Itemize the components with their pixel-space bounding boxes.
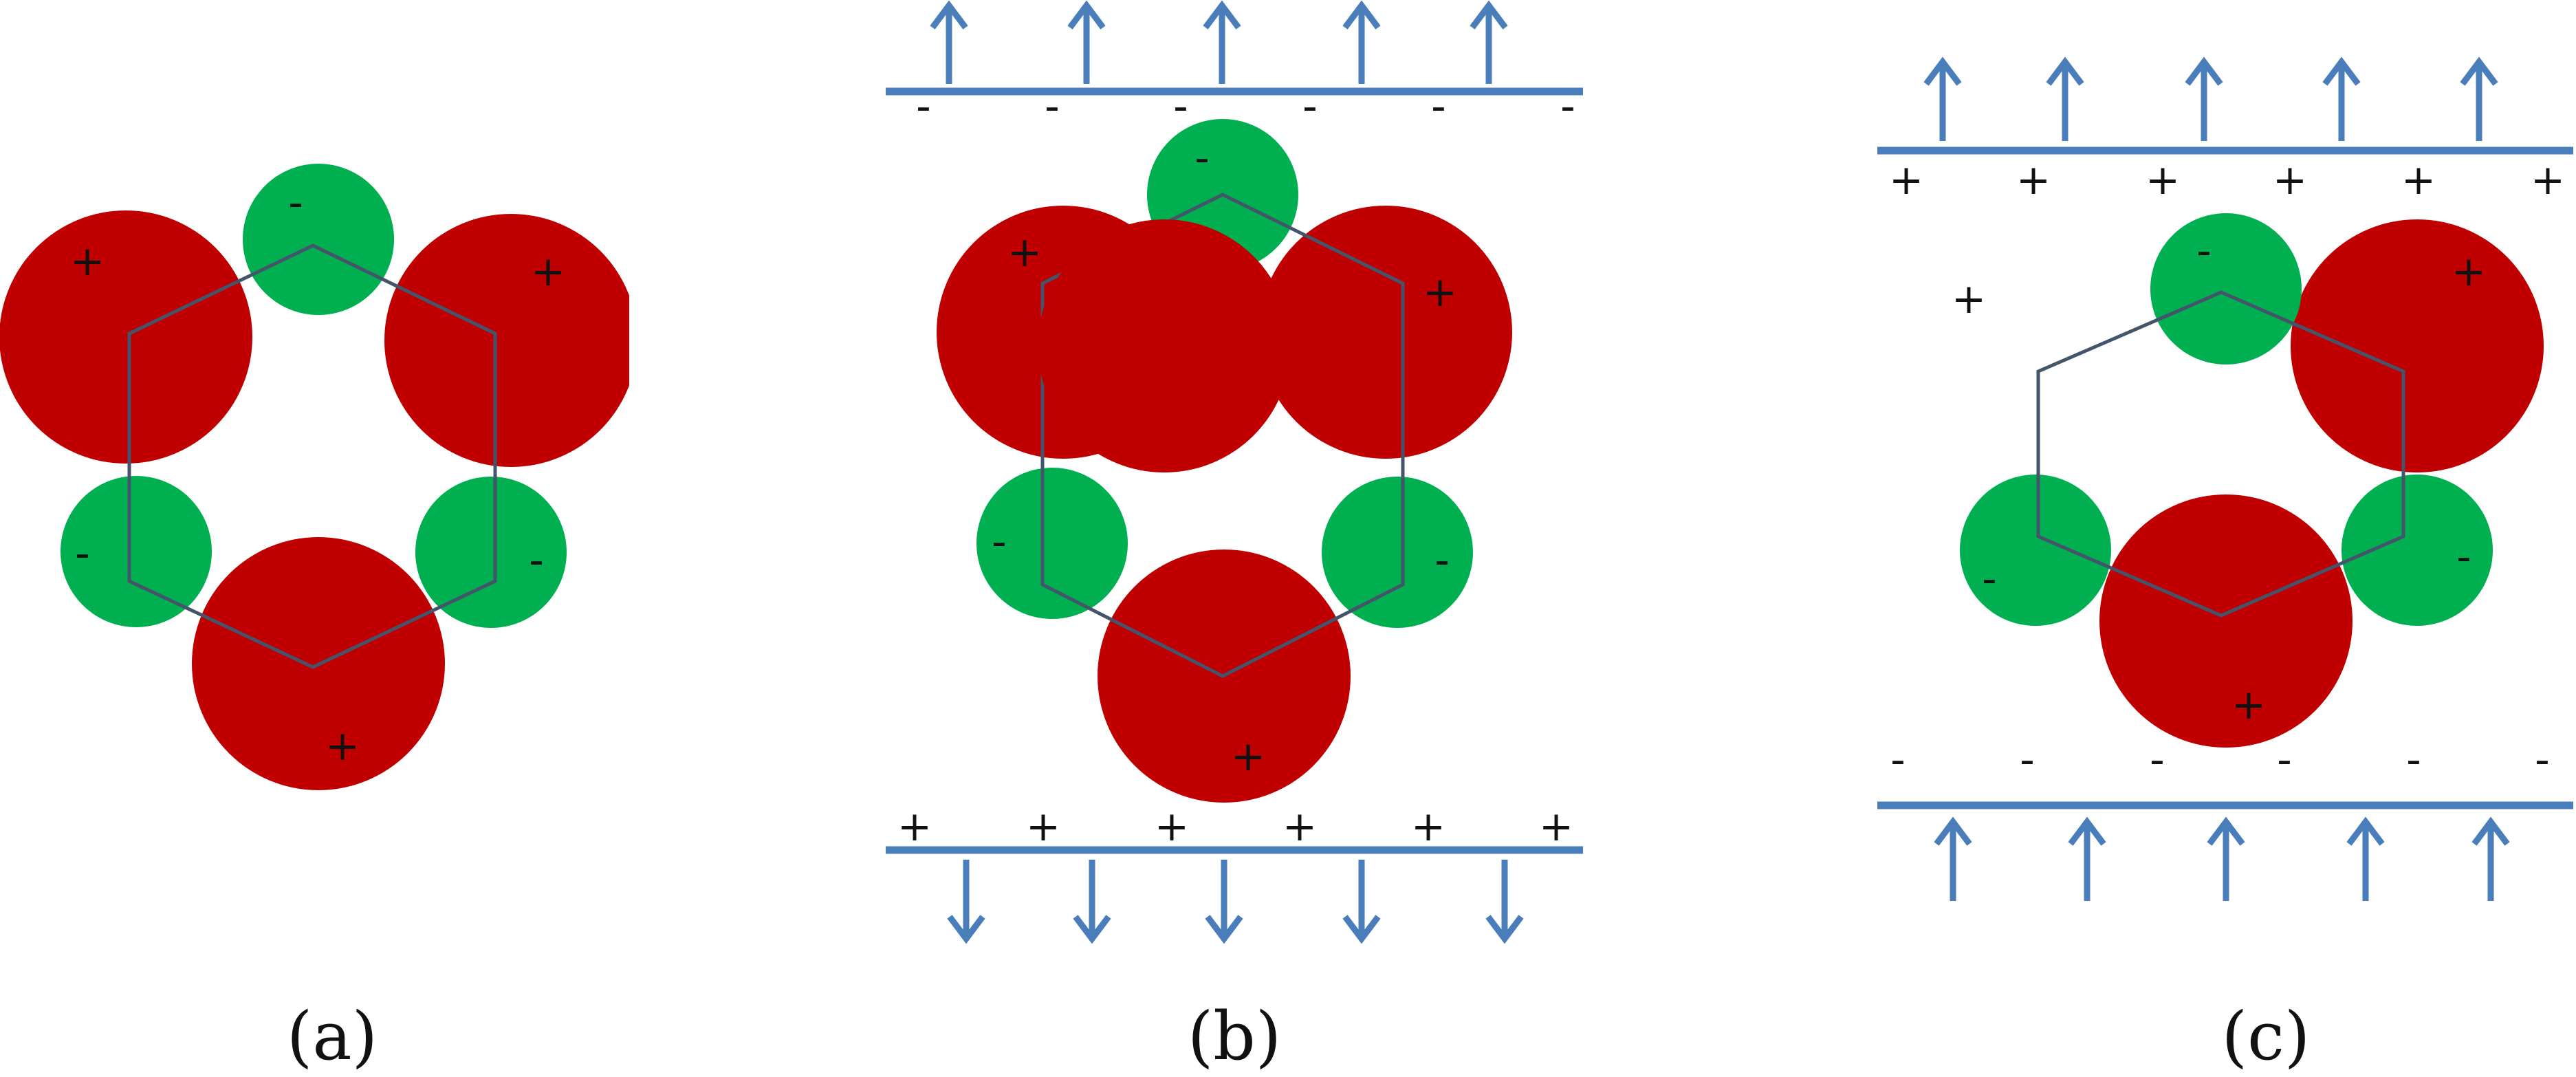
force-arrow-icon [2207, 816, 2245, 901]
bottom-electrode: + + + + + + [886, 803, 1583, 944]
hexagon-outline [127, 243, 497, 669]
cation-circle [0, 210, 252, 464]
cation-circle [2099, 494, 2353, 748]
plate-charge-sign: - [916, 83, 931, 131]
plate-charge-sign: + [897, 803, 932, 851]
anion-circle [1960, 475, 2111, 626]
anion-sign: - [529, 536, 544, 585]
panel-a-caption: (a) [287, 998, 378, 1075]
force-arrow-icon [1205, 860, 1243, 944]
anion-circle [415, 477, 567, 628]
plate-charge-sign: - [1890, 736, 1906, 784]
top-electrode: + + + + + + [1877, 56, 2573, 204]
force-arrow-icon [1342, 860, 1381, 944]
hexagon-outline [1040, 193, 1405, 678]
force-arrow-icon [1073, 860, 1111, 944]
panel-c: + + + - - - [1038, 213, 2544, 748]
force-arrow-icon [2046, 56, 2084, 141]
cation-circle [2291, 219, 2544, 472]
cation-sign: + [531, 248, 565, 296]
plate-charge-sign: - [2277, 736, 2292, 784]
anion-circle [2150, 213, 2302, 365]
cation-sign: + [1952, 275, 1986, 323]
anion-circle [1322, 477, 1473, 628]
plate-charge-sign: + [1026, 803, 1060, 851]
hexagon-outline [2036, 290, 2405, 618]
anion-sign: - [288, 179, 303, 227]
anion-sign: - [1434, 536, 1450, 585]
force-arrow-icon [2322, 56, 2361, 141]
plate-charge-sign: + [1282, 803, 1317, 851]
cation-sign: + [1423, 268, 1457, 316]
panel-c-caption: (c) [2222, 998, 2311, 1075]
cation-sign: + [1231, 732, 1265, 781]
plate-charge-sign: + [1411, 803, 1445, 851]
cation-circle [1038, 219, 1291, 472]
force-arrow-icon [2460, 56, 2498, 141]
plate-charge-sign: - [1431, 83, 1446, 131]
anion-sign: - [2456, 533, 2471, 581]
anion-sign: - [2196, 227, 2212, 275]
cation-circle [384, 214, 629, 467]
anion-sign: - [1194, 134, 1210, 182]
cation-sign: + [70, 237, 105, 285]
force-arrow-icon [1923, 56, 1962, 141]
plate-charge-sign: - [2406, 736, 2421, 784]
plate-charge-sign: + [2146, 156, 2180, 204]
force-arrow-icon [1342, 0, 1381, 84]
cation-circle [1259, 206, 1512, 459]
anion-circle [976, 468, 1128, 619]
plate-charge-sign: + [2401, 156, 2436, 204]
force-arrow-icon [2185, 56, 2223, 141]
anion-circle [2342, 475, 2493, 626]
force-arrow-icon [930, 0, 968, 84]
plate-charge-sign: + [2273, 156, 2307, 204]
force-arrow-icon [1485, 860, 1524, 944]
plate-charge-sign: - [1302, 83, 1318, 131]
anion-circle [61, 476, 212, 627]
force-arrow-icon [2346, 816, 2385, 901]
force-arrow-icon [2068, 816, 2106, 901]
anion-sign: - [75, 530, 90, 578]
anion-sign: - [1982, 555, 1997, 603]
plate-charge-sign: - [1560, 83, 1575, 131]
plate-charge-sign: - [2535, 736, 2550, 784]
force-arrow-icon [947, 860, 985, 944]
force-arrow-icon [1470, 0, 1508, 84]
plate-charge-sign: - [2150, 736, 2165, 784]
anion-circle [243, 164, 394, 315]
cation-sign: + [1007, 228, 1042, 276]
panel-a: + + + - - - [0, 164, 629, 790]
panel-b-caption: (b) [1188, 998, 1281, 1075]
plate-charge-sign: - [2020, 736, 2035, 784]
force-arrow-icon [1934, 816, 1972, 901]
cation-sign: + [2452, 248, 2486, 296]
plate-charge-sign: + [1539, 803, 1573, 851]
cation-sign: + [325, 722, 360, 770]
force-arrow-icon [2471, 816, 2510, 901]
panel-b: + + + - - - [937, 119, 1512, 803]
plate-charge-sign: + [2016, 156, 2051, 204]
bottom-electrode: ------ [1877, 736, 2573, 901]
plate-charge-sign: - [1173, 83, 1188, 131]
force-arrow-icon [1203, 0, 1241, 84]
cation-sign: + [2231, 681, 2266, 729]
plate-charge-sign: + [1889, 156, 1923, 204]
top-electrode: ------ [886, 0, 1583, 131]
force-arrow-icon [1067, 0, 1106, 84]
plate-charge-sign: - [1045, 83, 1060, 131]
plate-charge-sign: + [2531, 156, 2565, 204]
anion-sign: - [992, 518, 1007, 566]
plate-charge-sign: + [1155, 803, 1189, 851]
